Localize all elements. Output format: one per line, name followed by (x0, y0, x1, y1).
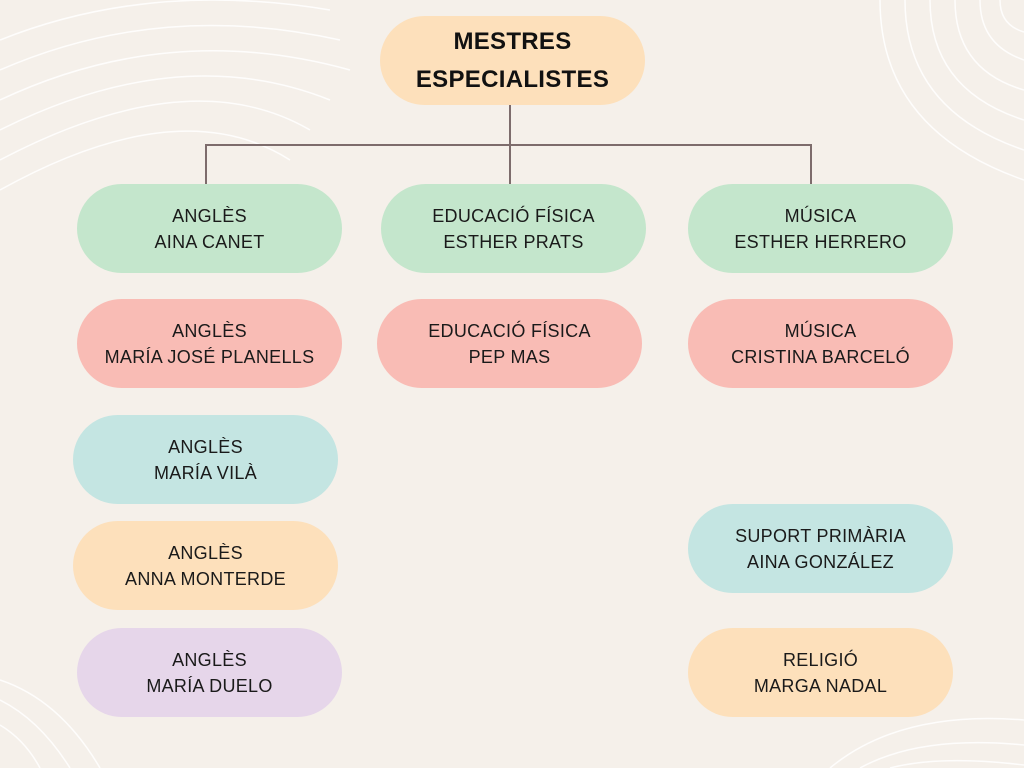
node-subject: ANGLÈS (172, 320, 247, 341)
node-musica-esther-herrero: MÚSICA ESTHER HERRERO (688, 184, 953, 273)
node-subject: MÚSICA (784, 320, 857, 341)
node-educacio-fisica-pep-mas: EDUCACIÓ FÍSICA PEP MAS (377, 299, 642, 388)
node-name: CRISTINA BARCELÓ (731, 346, 910, 367)
title-line-2: ESPECIALISTES (415, 65, 610, 93)
node-musica-cristina-barcelo: MÚSICA CRISTINA BARCELÓ (688, 299, 953, 388)
node-angles-aina-canet: ANGLÈS AINA CANET (77, 184, 342, 273)
node-name: ESTHER HERRERO (734, 231, 907, 252)
node-subject: MÚSICA (784, 205, 857, 226)
node-angles-maria-jose-planells: ANGLÈS MARÍA JOSÉ PLANELLS (77, 299, 342, 388)
connector-right (810, 144, 812, 184)
node-subject: EDUCACIÓ FÍSICA (428, 320, 591, 341)
node-subject: ANGLÈS (168, 436, 243, 457)
node-religio-marga-nadal: RELIGIÓ MARGA NADAL (688, 628, 953, 717)
node-subject: EDUCACIÓ FÍSICA (432, 205, 595, 226)
node-name: ESTHER PRATS (443, 231, 584, 252)
connector-horizontal (205, 144, 812, 146)
node-name: MARÍA DUELO (146, 675, 273, 696)
node-educacio-fisica-esther-prats: EDUCACIÓ FÍSICA ESTHER PRATS (381, 184, 646, 273)
node-suport-primaria-aina-gonzalez: SUPORT PRIMÀRIA AINA GONZÁLEZ (688, 504, 953, 593)
node-subject: ANGLÈS (172, 205, 247, 226)
node-name: AINA CANET (154, 231, 265, 252)
node-angles-maria-vila: ANGLÈS MARÍA VILÀ (73, 415, 338, 504)
node-name: AINA GONZÁLEZ (747, 551, 894, 572)
node-subject: RELIGIÓ (782, 649, 859, 670)
node-name: MARÍA VILÀ (153, 462, 258, 483)
connector-left (205, 144, 207, 184)
node-subject: ANGLÈS (172, 649, 247, 670)
node-name: ANNA MONTERDE (125, 568, 286, 589)
title-line-1: MESTRES (453, 27, 572, 55)
node-name: MARÍA JOSÉ PLANELLS (104, 346, 315, 367)
node-name: MARGA NADAL (753, 675, 888, 696)
node-angles-anna-monterde: ANGLÈS ANNA MONTERDE (73, 521, 338, 610)
node-subject: SUPORT PRIMÀRIA (735, 525, 906, 546)
node-angles-maria-duelo: ANGLÈS MARÍA DUELO (77, 628, 342, 717)
node-name: PEP MAS (468, 346, 551, 367)
node-subject: ANGLÈS (168, 542, 243, 563)
root-node-title: MESTRES ESPECIALISTES (380, 16, 645, 105)
